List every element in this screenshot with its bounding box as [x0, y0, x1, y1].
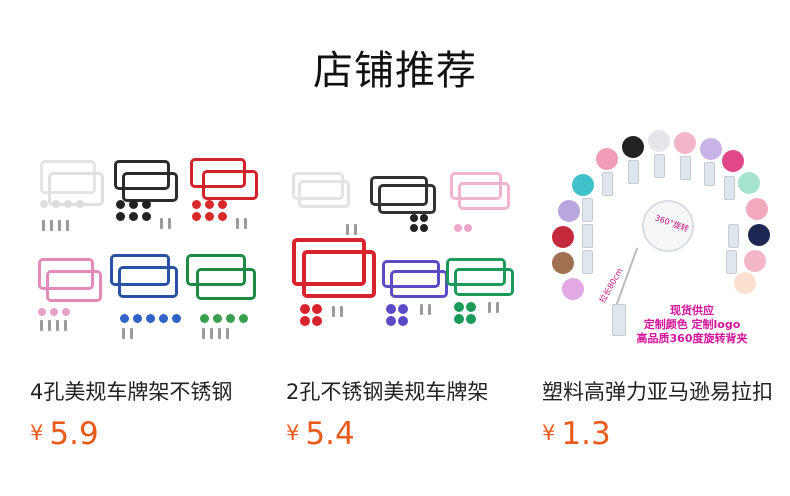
currency-symbol: ¥: [542, 421, 556, 445]
promo-text: 现货供应 定制颜色 定制logo 高品质360度旋转背夹: [612, 304, 772, 346]
price-value: 1.3: [561, 416, 611, 452]
product-card-3[interactable]: 360°旋转 拉长80cm 现货供应 定制颜色 定制logo 高品质360度旋转…: [542, 128, 782, 468]
product-name[interactable]: 2孔不锈钢美规车牌架: [286, 380, 489, 404]
page-title: 店铺推荐: [313, 48, 477, 94]
product-price: ¥5.9: [30, 416, 99, 452]
product-card-2[interactable]: 2孔不锈钢美规车牌架 ¥5.4: [286, 128, 526, 468]
currency-symbol: ¥: [30, 421, 44, 445]
price-value: 5.4: [305, 416, 355, 452]
product-image-license-frames-4-hole[interactable]: [30, 128, 270, 360]
product-card-1[interactable]: 4孔美规车牌架不锈钢 ¥5.9: [30, 128, 270, 468]
promo-line-2: 定制颜色 定制logo: [643, 318, 741, 331]
product-price: ¥5.4: [286, 416, 355, 452]
promo-line-3: 高品质360度旋转背夹: [636, 332, 748, 345]
product-image-badge-reels[interactable]: 360°旋转 拉长80cm 现货供应 定制颜色 定制logo 高品质360度旋转…: [542, 128, 782, 360]
promo-line-1: 现货供应: [670, 304, 714, 317]
currency-symbol: ¥: [286, 421, 300, 445]
product-name[interactable]: 塑料高弹力亚马逊易拉扣: [542, 380, 773, 404]
product-image-license-frames-2-hole[interactable]: [286, 128, 526, 360]
product-name[interactable]: 4孔美规车牌架不锈钢: [30, 380, 233, 404]
price-value: 5.9: [49, 416, 99, 452]
product-price: ¥1.3: [542, 416, 611, 452]
